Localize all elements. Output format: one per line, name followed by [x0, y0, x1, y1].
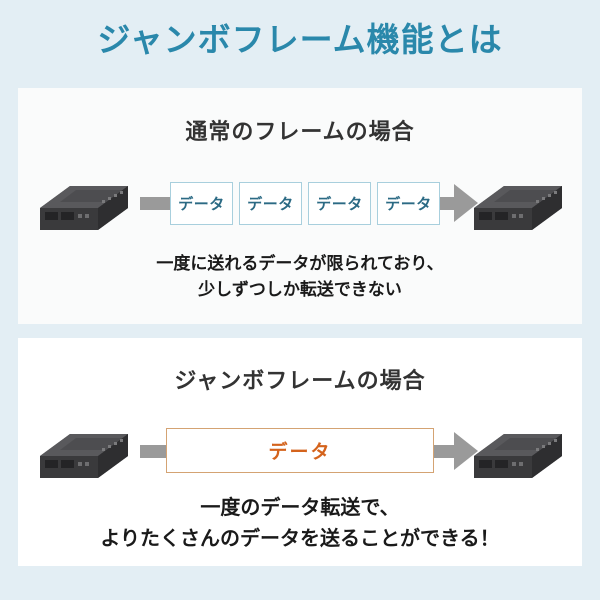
panel-jumbo-frame: ジャンボフレームの場合 — [18, 338, 582, 566]
panel-normal-diagram: データ データ データ データ — [18, 166, 582, 242]
packet-box: データ — [377, 182, 440, 225]
page-title: ジャンボフレーム機能とは — [97, 21, 503, 58]
panel-jumbo-diagram: データ — [18, 414, 582, 490]
media-converter-left-icon — [36, 422, 132, 482]
panel-normal-caption: 一度に送れるデータが限られており、 少しずつしか転送できない — [156, 254, 444, 300]
packet-box: データ — [170, 182, 233, 225]
media-converter-right-icon — [470, 174, 566, 234]
panel-normal-frame: 通常のフレームの場合 — [18, 88, 582, 324]
packet-list-normal: データ データ データ データ — [170, 182, 440, 225]
flow-arrow-neck — [432, 445, 456, 458]
flow-arrow-tail — [140, 197, 172, 210]
flow-arrow-tail — [140, 445, 170, 458]
media-converter-left-icon — [36, 174, 132, 234]
panel-jumbo-heading: ジャンボフレームの場合 — [174, 368, 426, 393]
panel-jumbo-caption: 一度のデータ転送で、 よりたくさんのデータを送ることができる！ — [100, 497, 500, 550]
media-converter-right-icon — [470, 422, 566, 482]
packet-box: データ — [308, 182, 371, 225]
panel-normal-heading: 通常のフレームの場合 — [185, 119, 415, 144]
packet-box-jumbo: データ — [166, 428, 434, 473]
packet-box: データ — [239, 182, 302, 225]
